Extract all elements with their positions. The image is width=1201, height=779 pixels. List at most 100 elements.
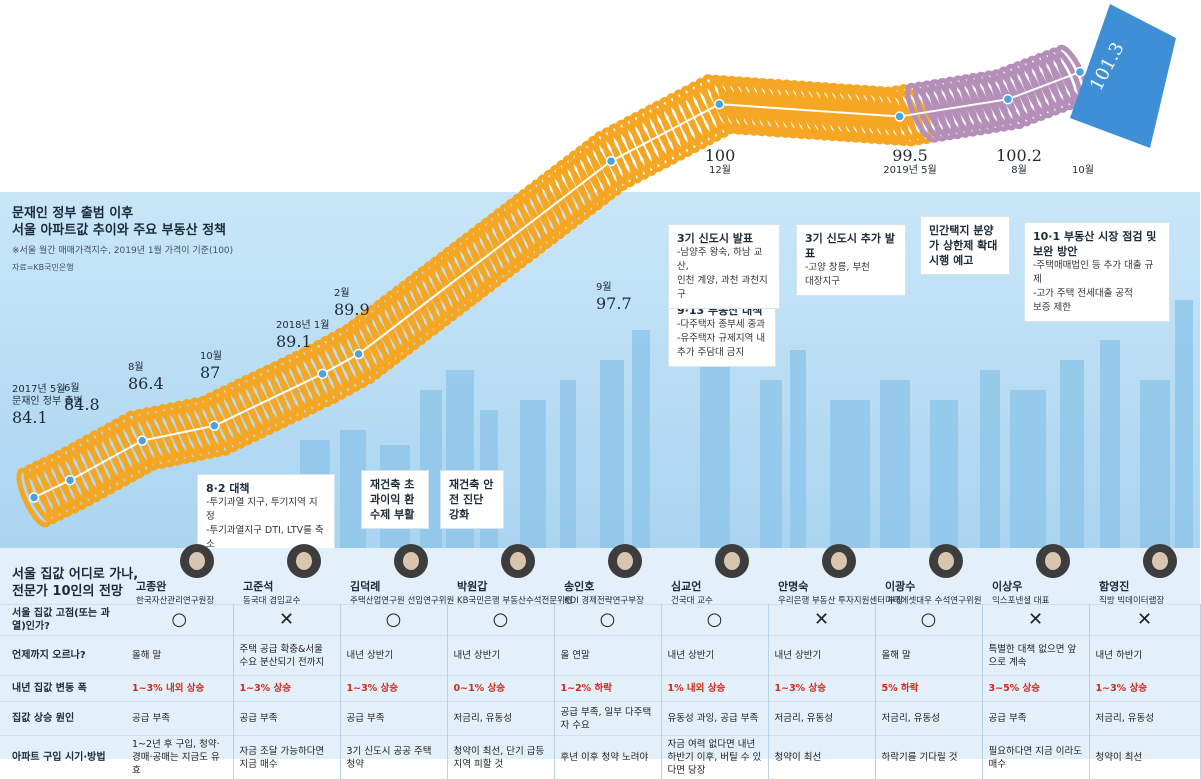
circle-mark-icon: ○ [875, 605, 982, 636]
callout-line: -다주택자 종부세 중과 [677, 318, 767, 332]
expert-photo [1143, 544, 1177, 578]
point-label-4: 2018년 1월 89.1 [276, 320, 329, 351]
point-date: 9월 [596, 282, 632, 294]
price-chart: 101.3 [0, 0, 1200, 560]
callout-line: -고양 창릉, 부천 [805, 261, 897, 275]
callout-line: -유주택자 규제지역 내 [677, 332, 767, 346]
building [600, 360, 624, 560]
table-cell: 청약이 최선, 단기 급등 지역 피할 것 [447, 736, 554, 779]
callout-line: 대장지구 [805, 275, 897, 289]
expert-photo [929, 544, 963, 578]
point-date: 2018년 1월 [276, 320, 329, 332]
callout-line: 인천 계양, 과천 과천지구 [677, 274, 771, 302]
cross-mark-icon: ✕ [768, 605, 875, 636]
point-label-1: 6월 84.8 [64, 383, 100, 414]
cross-mark-icon: ✕ [233, 605, 340, 636]
point-label-7: 100 12월 [702, 146, 738, 177]
panel-title-line-1: 서울 집값 어디로 가나, [12, 567, 138, 582]
building [520, 400, 546, 560]
table-cell: 저금리, 유동성 [768, 702, 875, 736]
title-line-2: 서울 아파트값 추이와 주요 부동산 정책 [12, 223, 226, 238]
building [1100, 340, 1120, 560]
expert-name: 이상우 [982, 578, 1090, 594]
table-cell: 공급 부족 [233, 702, 340, 736]
table-cell: 공급 부족 [126, 702, 233, 736]
expert-photo [180, 544, 214, 578]
point-date: 2019년 5월 [880, 165, 940, 177]
chart-title: 문재인 정부 출범 이후 서울 아파트값 추이와 주요 부동산 정책 [12, 205, 226, 239]
table-cell: 1~3% 상승 [233, 676, 340, 702]
data-point [895, 112, 904, 121]
table-cell: 주택 공급 확충&서울 수요 분산되기 전까지 [233, 636, 340, 676]
data-point [715, 100, 724, 109]
table-cell: 저금리, 유동성 [447, 702, 554, 736]
point-label-6: 9월 97.7 [596, 282, 632, 313]
table-cell: 0~1% 상승 [447, 676, 554, 702]
data-point [318, 369, 327, 378]
circle-mark-icon: ○ [447, 605, 554, 636]
table-cell: 3기 신도시 공공 주택 청약 [340, 736, 447, 779]
row-header: 내년 집값 변동 폭 [0, 676, 126, 702]
circle-mark-icon: ○ [661, 605, 768, 636]
callout-8-2: 8·2 대책 -투기과열 지구, 투기지역 지정 -투기과열지구 DTI, LT… [197, 474, 335, 559]
data-point [1076, 68, 1085, 77]
point-date: 10월 [200, 351, 222, 363]
table-row: 서울 집값 고점(또는 과열)인가?○✕○○○○✕○✕✕ [0, 605, 1200, 636]
table-cell: 후년 이후 청약 노려야 [554, 736, 661, 779]
row-header: 아파트 구입 시기·방법 [0, 736, 126, 779]
callout-rebuild-tax: 재건축 초과이익 환수제 부활 [361, 470, 429, 529]
table-cell: 1% 내외 상승 [661, 676, 768, 702]
panel-title: 서울 집값 어디로 가나, 전문가 10인의 전망 [12, 566, 138, 600]
building [1060, 360, 1084, 560]
data-point [1003, 95, 1012, 104]
expert-name: 김덕례 [340, 578, 448, 594]
point-label-3: 10월 87 [200, 351, 222, 382]
callout-new-town: 3기 신도시 발표 -남양주 왕숙, 하남 교산, 인천 계양, 과천 과천지구 [668, 224, 780, 309]
building [1175, 300, 1193, 560]
point-value: 100 [702, 146, 738, 165]
table-cell: 올해 말 [875, 636, 982, 676]
point-label-9: 100.2 8월 [994, 146, 1044, 177]
building [760, 380, 782, 560]
circle-mark-icon: ○ [554, 605, 661, 636]
table-cell: 1~2% 하락 [554, 676, 661, 702]
callout-title: 3기 신도시 발표 [677, 231, 771, 246]
callout-line: 추가 주담대 금지 [677, 346, 767, 360]
table-cell: 특별한 대책 없으면 앞으로 계속 [982, 636, 1089, 676]
table-cell: 내년 하반기 [1089, 636, 1200, 676]
house-icon [1070, 4, 1176, 148]
callout-title: 10·1 부동산 시장 점검 및 보완 방안 [1033, 229, 1161, 259]
table-cell: 하락기를 기다릴 것 [875, 736, 982, 779]
table-cell: 공급 부족 [982, 702, 1089, 736]
building [980, 370, 1000, 560]
table-cell: 저금리, 유동성 [875, 702, 982, 736]
point-label-2: 8월 86.4 [128, 362, 164, 393]
point-label-10: 10월 [1068, 165, 1098, 177]
callout-title: 재건축 초과이익 환수제 부활 [370, 477, 420, 522]
point-value: 99.5 [880, 146, 940, 165]
chart-source: 자료=KB국민은행 [12, 262, 74, 273]
expert-name: 송인호 [554, 578, 662, 594]
expert-table: 서울 집값 고점(또는 과열)인가?○✕○○○○✕○✕✕언제까지 오르나?올해 … [0, 604, 1201, 779]
table-cell: 청약이 최선 [1089, 736, 1200, 779]
point-value: 89.9 [334, 300, 370, 319]
table-cell: 유동성 과잉, 공급 부족 [661, 702, 768, 736]
expert-photo [715, 544, 749, 578]
data-point [66, 476, 75, 485]
table-cell: 1~3% 상승 [340, 676, 447, 702]
point-date: 8월 [128, 362, 164, 374]
point-value: 100.2 [994, 146, 1044, 165]
expert-photo [608, 544, 642, 578]
chart-area: 101.3 문재인 정부 출범 이후 서울 아파트값 추이와 주요 부동산 정책… [0, 0, 1200, 560]
data-point [30, 493, 39, 502]
building [446, 370, 474, 560]
table-cell: 내년 상반기 [340, 636, 447, 676]
expert-name: 심교언 [661, 578, 769, 594]
circle-mark-icon: ○ [126, 605, 233, 636]
